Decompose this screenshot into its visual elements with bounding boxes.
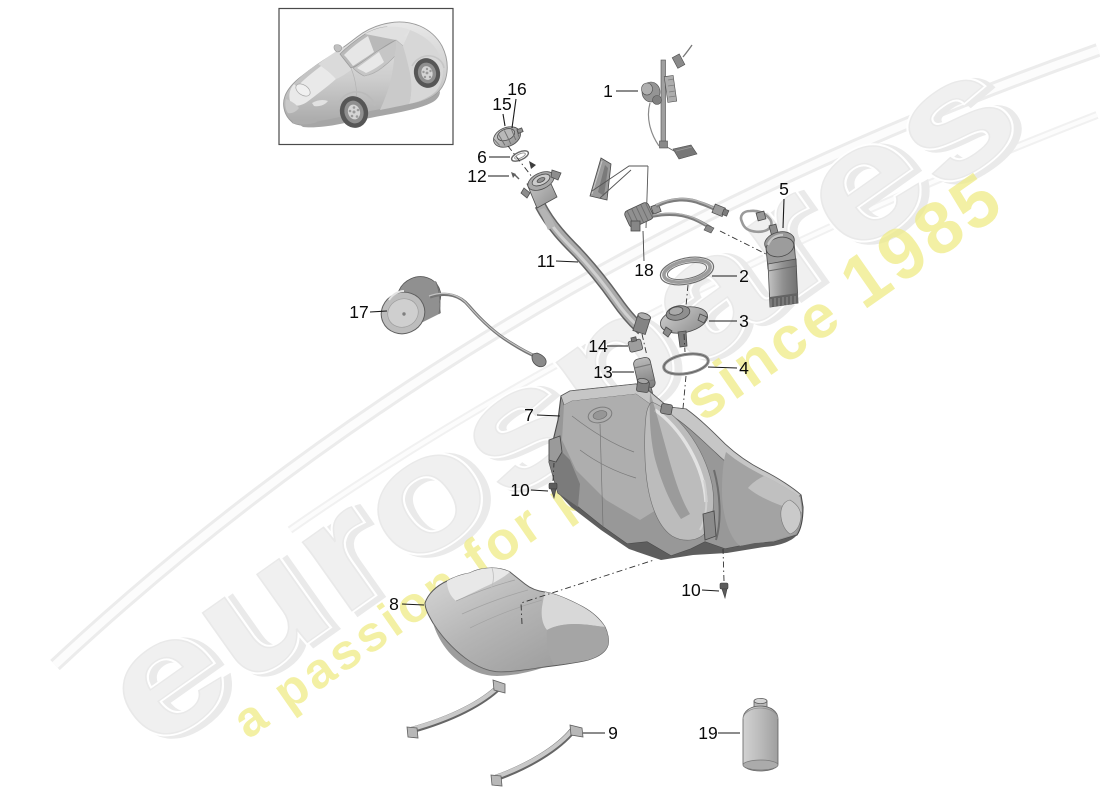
svg-text:1: 1 [603, 81, 613, 101]
svg-text:2: 2 [739, 266, 749, 286]
svg-text:10: 10 [681, 580, 701, 600]
svg-text:8: 8 [389, 594, 399, 614]
svg-text:4: 4 [739, 358, 749, 378]
svg-text:14: 14 [588, 336, 608, 356]
svg-text:17: 17 [349, 302, 368, 322]
svg-text:10: 10 [510, 480, 530, 500]
svg-text:5: 5 [779, 179, 789, 199]
svg-text:19: 19 [698, 723, 717, 743]
svg-text:15: 15 [492, 94, 511, 114]
svg-text:16: 16 [507, 79, 526, 99]
svg-text:18: 18 [634, 260, 653, 280]
svg-text:9: 9 [608, 723, 618, 743]
svg-text:12: 12 [467, 166, 486, 186]
svg-text:7: 7 [524, 405, 534, 425]
svg-text:6: 6 [477, 147, 487, 167]
svg-text:3: 3 [739, 311, 749, 331]
svg-text:11: 11 [537, 251, 555, 271]
svg-text:13: 13 [593, 362, 612, 382]
